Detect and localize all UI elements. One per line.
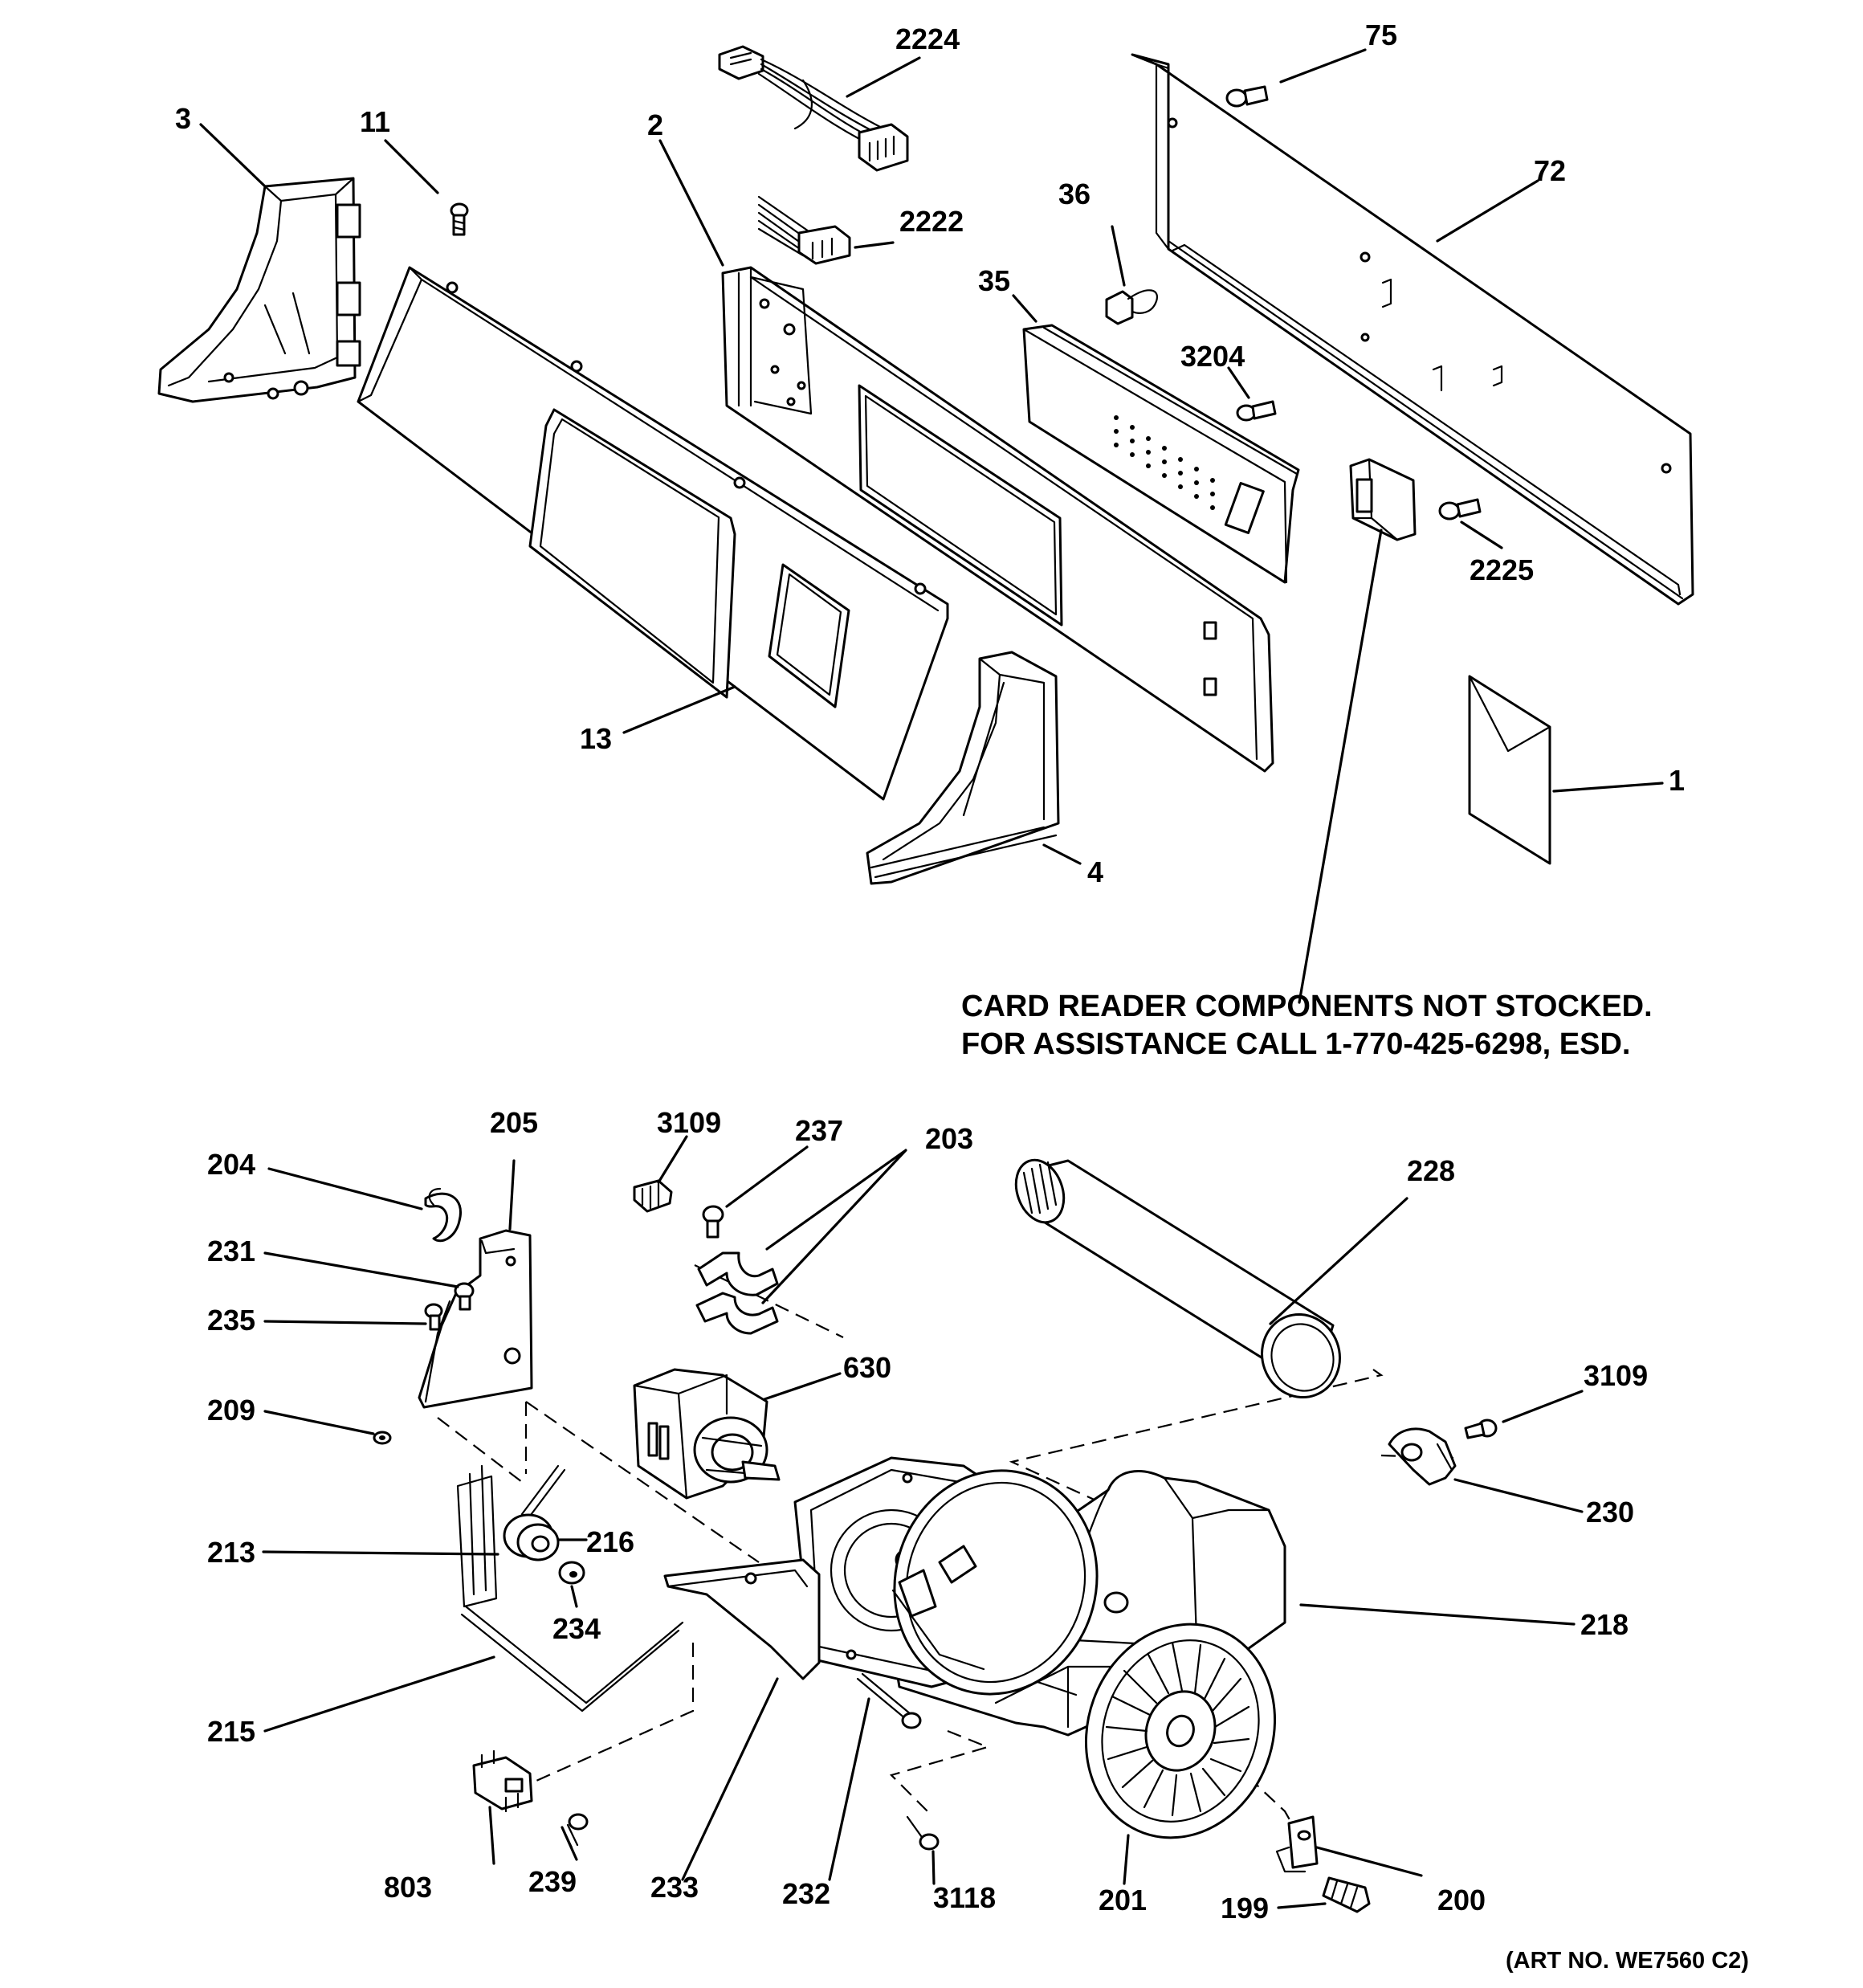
label-35: 35 — [978, 264, 1010, 297]
part-203-clamp-upper — [697, 1251, 779, 1296]
part-1-envelope — [1468, 675, 1551, 865]
label-218: 218 — [1580, 1608, 1629, 1641]
label-204: 204 — [207, 1148, 255, 1181]
part-235-screw — [424, 1303, 443, 1331]
part-3109-bolt-right — [1464, 1419, 1498, 1439]
label-233: 233 — [650, 1871, 699, 1904]
label-231: 231 — [207, 1235, 255, 1268]
leader-lines — [199, 48, 1664, 1909]
label-216: 216 — [586, 1525, 634, 1558]
label-630: 630 — [843, 1351, 891, 1384]
label-199: 199 — [1221, 1892, 1269, 1925]
part-215-rod — [460, 1605, 684, 1712]
part-200-clip — [1275, 1815, 1319, 1873]
part-228-duct — [1014, 1158, 1341, 1399]
part-204-clip — [424, 1187, 462, 1243]
art-number: (ART NO. WE7560 C2) — [1506, 1948, 1749, 1974]
label-3109-right: 3109 — [1584, 1359, 1648, 1392]
part-2-panel-frame — [721, 266, 1274, 773]
label-72: 72 — [1534, 154, 1566, 187]
label-2222: 2222 — [899, 205, 964, 238]
part-4-end-cap — [866, 651, 1060, 885]
part-232-screw — [856, 1672, 922, 1729]
part-237-screw — [702, 1205, 724, 1239]
label-200: 200 — [1437, 1884, 1486, 1917]
label-203: 203 — [925, 1122, 973, 1155]
part-11-screw — [450, 202, 469, 236]
part-2224-wire-harness — [718, 45, 909, 172]
label-75: 75 — [1365, 18, 1397, 51]
label-803: 803 — [384, 1871, 432, 1904]
label-3118: 3118 — [933, 1881, 996, 1914]
part-213-rod — [456, 1464, 498, 1608]
part-72-backsplash — [1131, 53, 1694, 606]
label-232: 232 — [782, 1877, 830, 1910]
part-3-end-cap — [157, 177, 361, 403]
blower-front-ring — [891, 1469, 1099, 1696]
label-11: 11 — [360, 105, 390, 138]
label-237: 237 — [795, 1114, 843, 1147]
part-3118-screw — [906, 1815, 940, 1851]
part-36-clip — [1105, 289, 1159, 325]
part-2225-screw — [1438, 498, 1482, 520]
label-239: 239 — [528, 1865, 577, 1898]
label-2224: 2224 — [895, 22, 960, 55]
label-235: 235 — [207, 1304, 255, 1337]
label-215: 215 — [207, 1715, 255, 1748]
label-228: 228 — [1407, 1154, 1455, 1187]
part-201-blower-wheel — [1084, 1623, 1277, 1839]
part-239-screw — [561, 1813, 589, 1849]
label-205: 205 — [490, 1106, 538, 1139]
part-13-control-panel — [357, 266, 949, 801]
part-3109-bolt — [633, 1179, 673, 1213]
part-630-motor — [633, 1368, 781, 1500]
part-labels: 3 11 2 2224 2222 36 35 75 72 3204 2225 1… — [175, 18, 1749, 1974]
part-216-pulley — [503, 1464, 566, 1561]
note-line-1: CARD READER COMPONENTS NOT STOCKED. — [961, 990, 1653, 1023]
label-3109-upper: 3109 — [657, 1106, 721, 1139]
part-199-bolt — [1322, 1876, 1371, 1913]
assembly-lines — [437, 1264, 1454, 1840]
part-230-bracket — [1388, 1427, 1457, 1486]
label-234: 234 — [552, 1612, 601, 1645]
part-203-clamp-lower — [695, 1292, 779, 1335]
label-4: 4 — [1087, 855, 1103, 888]
label-2: 2 — [647, 108, 663, 141]
part-205-bracket — [418, 1229, 533, 1409]
part-803-switch — [472, 1749, 533, 1813]
label-3: 3 — [175, 102, 191, 135]
label-2225: 2225 — [1470, 553, 1534, 586]
label-3204: 3204 — [1180, 340, 1245, 373]
part-231-screw — [454, 1282, 475, 1311]
label-13: 13 — [580, 722, 612, 755]
label-230: 230 — [1586, 1496, 1634, 1529]
label-201: 201 — [1099, 1884, 1147, 1917]
label-213: 213 — [207, 1536, 255, 1569]
part-234-nut — [558, 1561, 585, 1585]
label-36: 36 — [1058, 178, 1090, 210]
part-2222-wire-harness — [757, 195, 851, 265]
label-209: 209 — [207, 1394, 255, 1427]
part-35-display-board — [1022, 324, 1300, 584]
part-209-washer — [373, 1431, 392, 1445]
part-233-base-bracket — [663, 1558, 821, 1680]
note-line-2: FOR ASSISTANCE CALL 1-770-425-6298, ESD. — [961, 1027, 1630, 1061]
part-75-screw — [1225, 85, 1269, 108]
label-1: 1 — [1669, 764, 1685, 797]
card-reader — [1349, 458, 1417, 541]
part-3204-screw — [1236, 400, 1277, 422]
